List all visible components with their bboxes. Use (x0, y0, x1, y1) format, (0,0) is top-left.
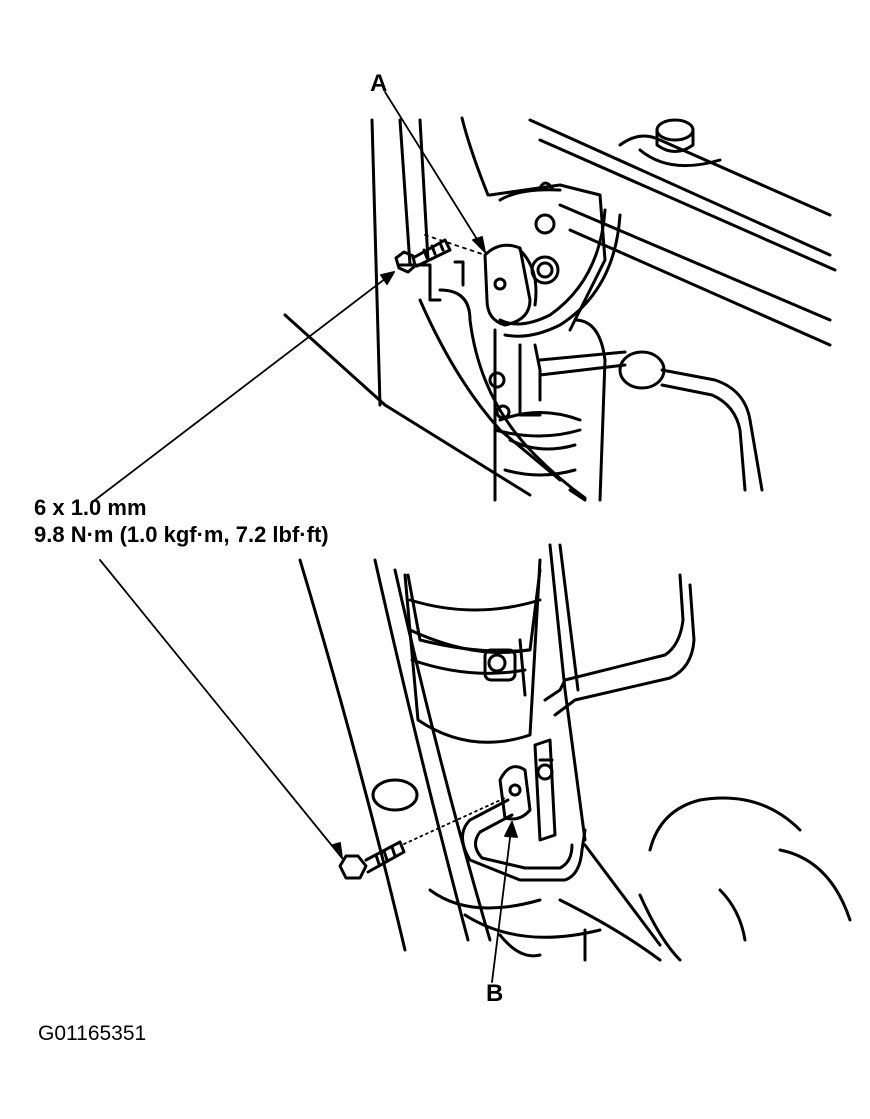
fastener-spec: 6 x 1.0 mm 9.8 N·m (1.0 kgf·m, 7.2 lbf·f… (34, 494, 329, 548)
figure-id: G01165351 (38, 1022, 147, 1045)
callout-b: B (486, 980, 504, 1007)
leader-lines (95, 92, 517, 982)
leader-spec-upper (95, 272, 394, 500)
arrow-b-head (505, 822, 517, 837)
torque-spec: 9.8 N·m (1.0 kgf·m, 7.2 lbf·ft) (34, 522, 329, 547)
arrow-spec-lower-head (333, 843, 342, 858)
bolt-size: 6 x 1.0 mm (34, 495, 147, 520)
upper-view (285, 118, 835, 500)
lower-view (300, 545, 850, 960)
upper-bolt (396, 240, 450, 272)
callout-a: A (370, 70, 388, 97)
leader-spec-lower (100, 560, 342, 858)
lower-bolt (340, 842, 404, 878)
arrow-spec-upper-head (381, 272, 394, 284)
arrow-a-head (473, 237, 485, 252)
leader-b (492, 822, 512, 982)
leader-a (385, 92, 485, 252)
